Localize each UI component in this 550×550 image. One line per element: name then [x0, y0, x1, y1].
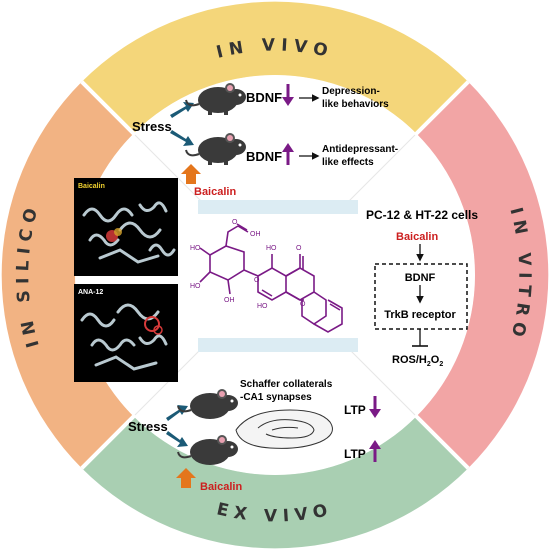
teal-arrow-icon	[170, 130, 194, 146]
mouse-icon	[185, 83, 246, 115]
in-vivo-bdnf-down-label: BDNF	[246, 90, 282, 105]
ex-vivo-stress-label: Stress	[128, 419, 168, 434]
in-vivo-outcome-up-1: Antidepressant-	[322, 144, 398, 155]
svg-text:O: O	[296, 245, 302, 252]
mouse-icon	[177, 435, 238, 465]
in-vitro-bdnf-label: BDNF	[405, 272, 436, 284]
svg-text:HO: HO	[190, 283, 201, 290]
protein-structure-icon	[82, 201, 176, 264]
in-vivo-outcome-down-1: Depression-	[322, 86, 380, 97]
svg-text:O: O	[254, 277, 260, 284]
in-vitro-pathway-box	[374, 263, 468, 330]
hippocampus-icon	[235, 409, 333, 449]
svg-text:O: O	[300, 301, 306, 308]
in-vivo-panel: Stress BDNF Depression- like behaviors	[132, 83, 398, 198]
center-band-bottom	[198, 338, 358, 352]
ex-vivo-panel: Schaffer collaterals -CA1 synapses Stres…	[128, 379, 381, 493]
svg-text:O: O	[232, 219, 238, 226]
in-vivo-outcome-up-2: like effects	[322, 157, 374, 168]
svg-text:HO: HO	[257, 303, 268, 310]
in-vitro-panel: PC-12 & HT-22 cells Baicalin BDNF TrkB r…	[366, 208, 478, 368]
ex-vivo-region-label-2: -CA1 synapses	[240, 392, 312, 403]
arrow-up-icon	[369, 440, 381, 462]
in-vivo-outcome-down-2: like behaviors	[322, 99, 389, 110]
orange-arrow-up-icon	[176, 468, 196, 488]
docking-label-ana12: ANA-12	[78, 289, 103, 296]
docking-panel-ana12	[74, 284, 178, 382]
molecule-atom-labels: OH O HO HO OH O HO O HO O	[190, 219, 306, 310]
ring-segment-ex-vivo	[81, 416, 469, 549]
ex-vivo-ltp-down-label: LTP	[344, 403, 366, 417]
molecule-structure-icon	[199, 223, 343, 333]
in-vivo-bdnf-up-label: BDNF	[246, 149, 282, 164]
in-vitro-ros-label: ROS/H2O2	[392, 354, 443, 368]
svg-text:HO: HO	[266, 245, 277, 252]
svg-text:OH: OH	[250, 231, 261, 238]
center-band-top	[198, 200, 358, 214]
ring-segment-in-vivo	[81, 1, 469, 134]
ring-segment-in-vitro	[416, 81, 549, 469]
mouse-icon	[185, 133, 246, 165]
arrow-down-icon	[282, 84, 294, 106]
in-vivo-baicalin-label: Baicalin	[194, 186, 236, 198]
docking-panel-baicalin	[74, 178, 178, 276]
in-vitro-cells-label: PC-12 & HT-22 cells	[366, 208, 478, 222]
svg-text:HO: HO	[190, 245, 201, 252]
ex-vivo-baicalin-label: Baicalin	[200, 481, 242, 493]
ex-vivo-region-label-1: Schaffer collaterals	[240, 379, 333, 390]
mouse-icon	[177, 389, 238, 419]
ring-segment-in-silico	[1, 81, 134, 469]
teal-arrow-icon	[170, 102, 194, 118]
arrow-down-icon	[369, 396, 381, 418]
teal-arrow-icon	[166, 405, 188, 421]
orange-arrow-up-icon	[181, 164, 201, 184]
in-vitro-baicalin-label: Baicalin	[396, 231, 438, 243]
in-vivo-stress-label: Stress	[132, 119, 172, 134]
in-silico-panel: Baicalin ANA-12	[74, 178, 178, 382]
svg-text:OH: OH	[224, 297, 235, 304]
arrow-up-icon	[282, 143, 294, 165]
ex-vivo-ltp-up-label: LTP	[344, 447, 366, 461]
teal-arrow-icon	[166, 431, 188, 447]
docking-label-baicalin: Baicalin	[78, 183, 105, 190]
in-vitro-trkb-label: TrkB receptor	[384, 309, 456, 321]
